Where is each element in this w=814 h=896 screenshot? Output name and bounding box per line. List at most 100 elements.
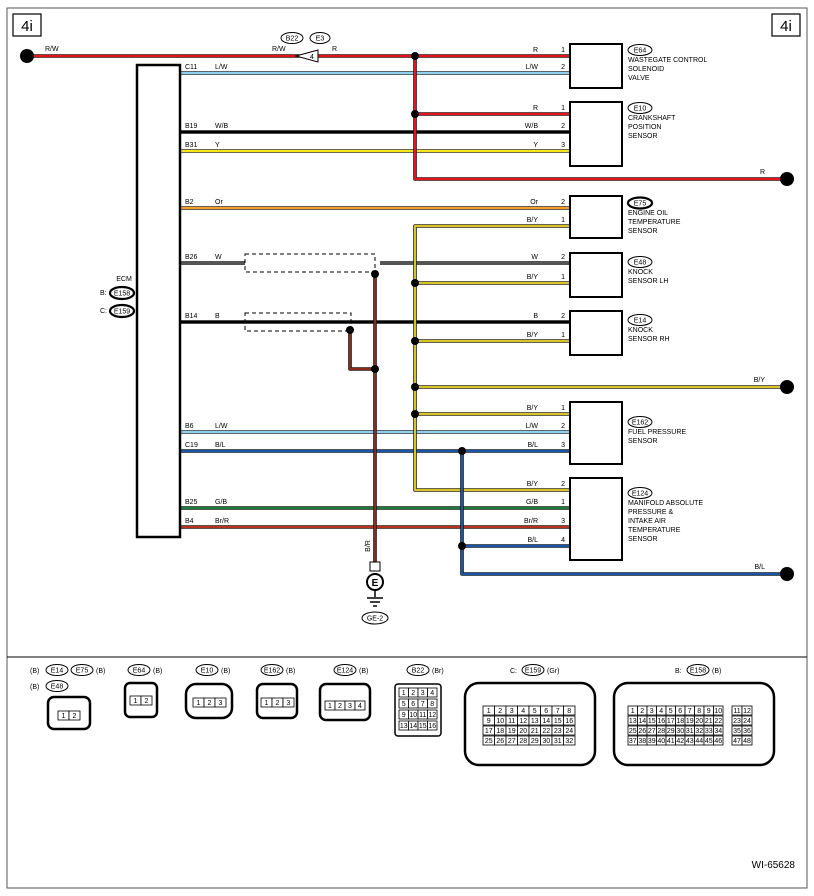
- conn-4pin-pin: 1: [328, 703, 332, 710]
- ecm-wire-c19: B/L: [215, 442, 226, 449]
- component-e75-box: [569, 195, 623, 239]
- conn-16pin-r0-pin: 2: [411, 690, 415, 697]
- component-e124-pin-wire: B/Y: [527, 481, 539, 488]
- component-e124-pin-wire: Br/R: [524, 518, 538, 525]
- conn-48pin-r0-pin: 8: [697, 708, 701, 715]
- conn-48pin-r3-b-pin-cell: [741, 735, 753, 746]
- conn-48pin-r2-pin: 32: [695, 728, 703, 735]
- conn-48pin-r0-pin: 10: [714, 708, 722, 715]
- right-wire-j: R: [760, 169, 765, 176]
- ecm-pin-b31: B31: [185, 142, 198, 149]
- conn-48pin-r3-pin-cell: [713, 735, 724, 746]
- conn-4pin-pin-cell: [354, 700, 366, 711]
- component-e162-pin-num: 3: [561, 442, 565, 449]
- conn-e10-id: [195, 664, 219, 676]
- conn-16pin-r2-pin-cell: [427, 709, 438, 720]
- conn-e14-e75-pre: (B): [30, 668, 39, 675]
- conn-48pin-r2-b-pin: 35: [733, 728, 741, 735]
- conn-e124-id-text: E124: [337, 668, 353, 675]
- wire-by-trunk: [413, 224, 570, 492]
- conn-16pin-r1-pin: 5: [402, 701, 406, 708]
- conn-32pin-r2-pin: 19: [508, 728, 516, 735]
- joint-wire-out: R: [332, 46, 337, 53]
- conn-48pin-r2-pin: 26: [638, 728, 646, 735]
- terminal-l: [780, 567, 794, 581]
- component-e14-pin-wire: B: [533, 313, 538, 320]
- conn-16pin-r0-pin-cell: [427, 687, 438, 698]
- component-e48-pin-wire: W: [531, 254, 538, 261]
- conn-2pin-b-pin-cell: [140, 695, 153, 706]
- ecm-pin-b4: B4: [185, 518, 194, 525]
- splice-dot-b26: [371, 270, 379, 278]
- conn-48pin-r1-pin: 19: [686, 718, 694, 725]
- conn-32pin-r3-pin: 27: [508, 738, 516, 745]
- component-e124-pin-wire: B/L: [527, 537, 538, 544]
- splice-dot-by: [411, 383, 419, 391]
- shield-box-b26: [244, 253, 376, 273]
- splice-dot-b14: [346, 326, 354, 334]
- conn-32pin-r2-pin: 21: [531, 728, 539, 735]
- component-e124-box: [569, 477, 623, 561]
- left-wire-label: R/W: [45, 46, 59, 53]
- conn-48pin-r3-pin: 45: [705, 738, 713, 745]
- ecm-conn-b: [108, 285, 136, 301]
- conn-48pin-r2-pin: 25: [629, 728, 637, 735]
- conn-48pin-r0-pin: 9: [707, 708, 711, 715]
- component-e14-box: [569, 310, 623, 356]
- component-e124-name: PRESSURE &: [628, 509, 673, 516]
- ground-wire-label: B/R: [365, 540, 372, 552]
- ecm-wire-b2: Or: [215, 199, 223, 206]
- component-e48-pin-num: 2: [561, 254, 565, 261]
- component-e10-id: [627, 102, 653, 114]
- conn-48pin-r3-pin: 40: [657, 738, 665, 745]
- component-e64-id: [627, 44, 653, 56]
- ecm-wire-b26: W: [215, 254, 222, 261]
- conn-48pin-r1-pin: 21: [705, 718, 713, 725]
- conn-16pin-r1-pin: 8: [430, 701, 434, 708]
- ecm-pin-b25: B25: [185, 499, 198, 506]
- page-tag-right: 4i: [771, 13, 801, 37]
- conn-32pin-r3-pin: 28: [519, 738, 527, 745]
- component-e64-id-text: E64: [634, 48, 647, 55]
- conn-32pin-r3-pin: 32: [565, 738, 573, 745]
- component-e124-name: MANIFOLD ABSOLUTE: [628, 500, 703, 507]
- joint-conn-e3: [309, 32, 331, 44]
- conn-48pin-r1-pin: 18: [676, 718, 684, 725]
- conn-32pin-r3-pin: 30: [542, 738, 550, 745]
- conn-16pin-r1-pin: 7: [421, 701, 425, 708]
- conn-16pin-r3-pin: 14: [409, 723, 417, 730]
- conn-32pin-r3-pin: 26: [496, 738, 504, 745]
- terminal-k-letter: K: [784, 386, 789, 393]
- conn-e48-pre: (B): [30, 684, 39, 691]
- conn-48pin-r0-pin: 5: [669, 708, 673, 715]
- conn-32pin-r1-pin: 14: [542, 718, 550, 725]
- conn-32pin-r1-pin: 11: [508, 718, 515, 725]
- conn-e48-id: [45, 680, 69, 692]
- conn-3pin-b-pin: 2: [276, 700, 280, 707]
- right-wire-l: B/L: [754, 564, 765, 571]
- ecm-wire-b31: Y: [215, 142, 220, 149]
- joint-connector: [294, 49, 319, 63]
- component-e10-id-text: E10: [634, 106, 647, 113]
- component-e124-id: [627, 487, 653, 499]
- conn-3pin-a-pin: 1: [197, 700, 201, 707]
- component-e10-name: POSITION: [628, 124, 661, 131]
- conn-e64-id: [127, 664, 151, 676]
- figure-id: WI-65628: [752, 860, 796, 871]
- ecm-box: [135, 63, 182, 539]
- conn-48pin-r1-b-pin: 23: [733, 718, 741, 725]
- wire-bl-trunk: [460, 451, 787, 576]
- component-e64-name: WASTEGATE CONTROL: [628, 57, 707, 64]
- conn-48pin-r3-b-pin: 48: [743, 738, 751, 745]
- component-e64-pin-num: 1: [561, 47, 565, 54]
- conn-48pin-r1-pin: 22: [714, 718, 722, 725]
- conn-32pin-r1-pin: 13: [531, 718, 539, 725]
- conn-48pin-r3-pin: 43: [686, 738, 694, 745]
- conn-32pin-r1-pin: 15: [554, 718, 562, 725]
- conn-48pin-r1-pin: 14: [638, 718, 646, 725]
- conn-48pin-r3-b-pin: 47: [733, 738, 741, 745]
- terminal-k: [780, 380, 794, 394]
- conn-48pin-r3-pin: 41: [667, 738, 675, 745]
- component-e75-pin-num: 2: [561, 199, 565, 206]
